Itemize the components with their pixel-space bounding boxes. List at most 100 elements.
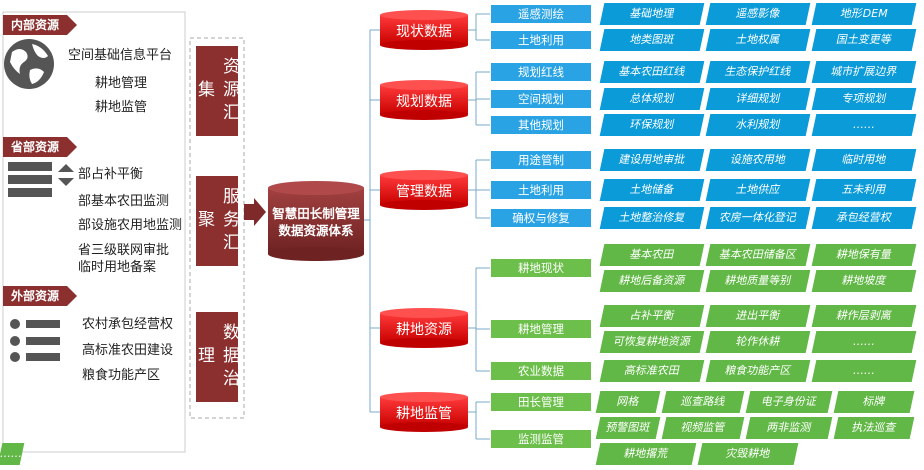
- leaf-item: 基本农田储备区: [705, 244, 811, 266]
- external-source-tag: 外部资源: [3, 286, 77, 306]
- leaf-item: 详细规划: [705, 88, 811, 110]
- leaf-item: 耕地坡度: [811, 270, 917, 292]
- arrow-to-core-icon: [244, 198, 266, 226]
- bullet-list-icon: [10, 319, 60, 362]
- leaf-item: 地类图斑: [599, 29, 705, 51]
- leaf-item: ……: [811, 360, 917, 382]
- leaf-item: 灾毁耕地: [697, 443, 799, 465]
- core-cylinder: [268, 181, 364, 261]
- leaf-item: 土地整治修复: [599, 207, 705, 229]
- source-item: 耕地管理: [95, 76, 148, 91]
- sub-category-box: 遥感测绘: [490, 4, 592, 24]
- leaf-item: 可恢复耕地资源: [599, 331, 705, 353]
- sub-category-box: 耕地管理: [490, 319, 592, 339]
- stage-resource-collection: 资源汇集: [194, 46, 239, 136]
- leaf-item: 高标准农田: [599, 360, 705, 382]
- source-item: 部基本农田监测: [78, 194, 170, 209]
- category-links: [370, 29, 380, 413]
- sub-category-box: 空间规划: [490, 89, 592, 109]
- leaf-item: 遥感影像: [705, 3, 811, 25]
- category-cylinder: [380, 308, 468, 348]
- category-cylinder: [380, 10, 468, 50]
- sub-links: [468, 13, 490, 440]
- sub-category-box: 土地利用: [490, 180, 592, 200]
- source-item: 临时用地备案: [78, 260, 157, 275]
- leaf-item: 国土变更等: [811, 29, 917, 51]
- category-label: 管理数据: [396, 184, 452, 200]
- stage-service-aggregation: 服务汇聚: [194, 176, 239, 266]
- leaf-item: 总体规划: [599, 88, 705, 110]
- sub-category-box: 规划红线: [490, 62, 592, 82]
- core-system-label: 智慧田长制管理数据资源体系: [272, 206, 360, 238]
- stage-data-governance: 数据治理: [194, 312, 239, 402]
- leaf-item: 建设用地审批: [599, 149, 705, 171]
- leaf-item: 轮作休耕: [705, 331, 811, 353]
- leaf-item: 水利规划: [705, 114, 811, 136]
- category-cylinder: [380, 392, 468, 432]
- sub-category-box: 用途管制: [490, 150, 592, 170]
- leaf-item: 视频监管: [661, 417, 745, 439]
- leaf-item: 耕地质量等别: [705, 270, 811, 292]
- leaf-item: 耕地后备资源: [599, 270, 705, 292]
- leaf-item: 预警图斑: [595, 417, 661, 439]
- sub-category-box: 田长管理: [490, 392, 592, 412]
- source-item: 部占补平衡: [78, 167, 144, 182]
- leaf-item: 基础地理: [599, 3, 705, 25]
- sub-category-box: 监测监管: [490, 429, 592, 449]
- category-label: 现状数据: [396, 24, 452, 40]
- category-cylinder: [380, 80, 468, 120]
- database-list-icon: [8, 162, 74, 197]
- leaf-item: 土地供应: [705, 179, 811, 201]
- source-item: 空间基础信息平台: [68, 48, 173, 63]
- leaf-item: 临时用地: [811, 149, 917, 171]
- leaf-item: 环保规划: [599, 114, 705, 136]
- leaf-item: 土地权属: [705, 29, 811, 51]
- source-panel-border: [2, 11, 186, 453]
- provincial-source-tag: 省部资源: [3, 137, 77, 157]
- source-item: 耕地监管: [95, 100, 148, 115]
- source-item: 省三级联网审批: [78, 243, 170, 258]
- leaf-item: 标牌: [833, 391, 915, 413]
- source-item: 部设施农用地监测: [78, 218, 183, 233]
- leaf-item: 电子身份证: [745, 391, 833, 413]
- category-label: 耕地资源: [396, 322, 452, 338]
- leaf-item: 五未利用: [811, 179, 917, 201]
- leaf-item: ……: [811, 331, 917, 353]
- category-label: 耕地监管: [396, 406, 452, 422]
- leaf-item: 专项规划: [811, 88, 917, 110]
- category-cylinder: [380, 170, 468, 210]
- sub-category-box: 确权与修复: [490, 208, 592, 228]
- trunk-line: [364, 30, 371, 412]
- source-item: 粮食功能产区: [82, 368, 161, 383]
- sub-category-box: 其他规划: [490, 115, 592, 135]
- leaf-item: 执法巡查: [833, 417, 915, 439]
- source-item: 高标准农田建设: [82, 343, 174, 358]
- sub-category-box: 土地利用: [490, 30, 592, 50]
- category-label: 规划数据: [396, 94, 452, 110]
- leaf-item: 地形DEM: [811, 3, 917, 25]
- leaf-item: 两非监测: [745, 417, 833, 439]
- leaf-item: 承包经营权: [811, 207, 917, 229]
- leaf-item: 耕地撂荒: [595, 443, 697, 465]
- leaf-item: 耕作层剥离: [811, 305, 917, 327]
- leaf-item: 占补平衡: [599, 305, 705, 327]
- internal-source-tag: 内部资源: [3, 15, 77, 35]
- source-item: 农村承包经营权: [82, 317, 174, 332]
- leaf-item: 网格: [595, 391, 661, 413]
- sub-category-box: 耕地现状: [490, 258, 592, 278]
- leaf-item: 土地储备: [599, 179, 705, 201]
- leaf-item: ……: [811, 114, 917, 136]
- leaf-item: 城市扩展边界: [811, 61, 917, 83]
- sub-category-box: 农业数据: [490, 361, 592, 381]
- leaf-item: 基本农田红线: [599, 61, 705, 83]
- leaf-item: 巡查路线: [661, 391, 745, 413]
- leaf-item: 进出平衡: [705, 305, 811, 327]
- leaf-item: 生态保护红线: [705, 61, 811, 83]
- leaf-item: 粮食功能产区: [705, 360, 811, 382]
- category-cylinders: [380, 10, 468, 432]
- leaf-item: 农房一体化登记: [705, 207, 811, 229]
- globe-icon: [4, 39, 54, 89]
- leaf-item: 基本农田: [599, 244, 705, 266]
- leaf-item: 设施农用地: [705, 149, 811, 171]
